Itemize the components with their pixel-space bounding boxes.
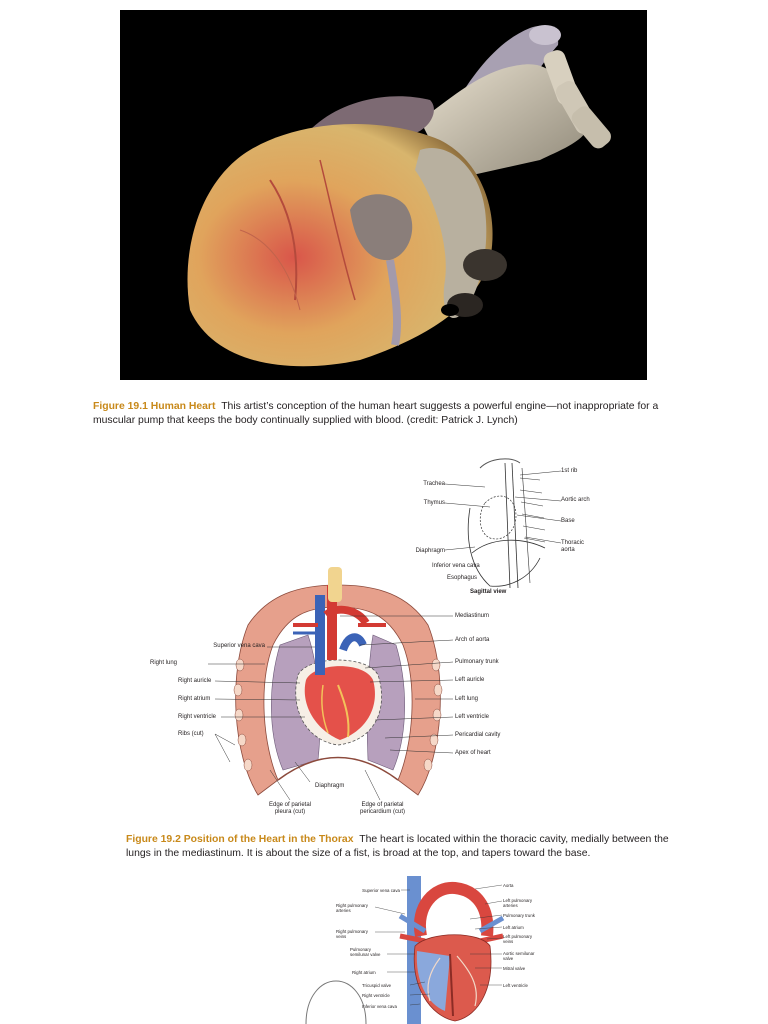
label-left-pulm-veins: Left pulmonary veins xyxy=(503,934,533,944)
figure-1-caption: Figure 19.1 Human Heart This artist’s co… xyxy=(93,400,683,427)
label-esophagus: Esophagus xyxy=(447,575,478,581)
label-thorax-left-ventricle: Left ventricle xyxy=(455,714,490,720)
figure-1-text: This artist’s conception of the human he… xyxy=(93,401,659,426)
label-tricuspid: Tricuspid valve xyxy=(362,983,392,988)
label-first-rib: 1st rib xyxy=(561,468,578,474)
label-anatomy-ivc: Inferior vena cava xyxy=(362,1004,397,1009)
label-trachea: Trachea xyxy=(423,481,445,487)
label-arch-aorta: Arch of aorta xyxy=(455,637,490,643)
thorax-leader-lines xyxy=(208,615,454,801)
label-left-auricle: Left auricle xyxy=(455,677,485,683)
label-right-pulm-veins: Right pulmonary veins xyxy=(336,929,368,939)
label-aorta: Aorta xyxy=(503,883,514,888)
label-anatomy-right-ventricle: Right ventricle xyxy=(362,993,390,998)
label-anatomy-left-ventricle: Left ventricle xyxy=(503,983,528,988)
label-mitral: Mitral valve xyxy=(503,966,526,971)
label-aortic-arch: Aortic arch xyxy=(561,497,590,503)
label-apex-heart: Apex of heart xyxy=(455,750,491,756)
label-aortic-semilunar: Aortic semilunar valve xyxy=(503,951,535,961)
label-pulm-semilunar: Pulmonary semilunar valve xyxy=(350,947,381,957)
label-anatomy-right-atrium: Right atrium xyxy=(352,970,376,975)
heart-anatomy-diagram xyxy=(398,876,505,1024)
anatomy-leader-lines xyxy=(375,884,503,1006)
label-left-pulm-arteries: Left pulmonary arteries xyxy=(503,898,533,908)
label-base: Base xyxy=(561,518,575,524)
figure-2-label: Figure 19.2 Position of the Heart in the… xyxy=(126,834,354,845)
label-thorax-diaphragm: Diaphragm xyxy=(315,783,345,789)
label-mediastinum: Mediastinum xyxy=(455,613,490,619)
label-pericardial-cavity: Pericardial cavity xyxy=(455,732,501,738)
label-sagittal-ivc: Inferior vena cava xyxy=(432,563,480,569)
figure-2-text: The heart is located within the thoracic… xyxy=(126,834,669,859)
label-thorax-right-atrium: Right atrium xyxy=(178,696,211,702)
figure-2-caption: Figure 19.2 Position of the Heart in the… xyxy=(126,833,686,860)
label-thymus: Thymus xyxy=(423,500,445,506)
label-sagittal-diaphragm: Diaphragm xyxy=(415,548,445,554)
label-sagittal-view: Sagittal view xyxy=(470,589,507,595)
label-right-pulm-arteries: Right pulmonary arteries xyxy=(336,903,368,913)
figure-1-label: Figure 19.1 Human Heart xyxy=(93,401,216,412)
sagittal-leader-lines xyxy=(445,470,562,551)
label-ribs-cut: Ribs (cut) xyxy=(178,731,204,737)
label-thorax-svc: Superior vena cava xyxy=(213,643,265,649)
label-right-auricle: Right auricle xyxy=(178,678,212,684)
label-thorax-right-ventricle: Right ventricle xyxy=(178,714,217,720)
label-left-lung: Left lung xyxy=(455,696,479,702)
heart-illustration xyxy=(120,10,647,380)
label-anatomy-svc: Superior vena cava xyxy=(362,888,400,893)
label-right-lung: Right lung xyxy=(150,660,178,666)
thorax-diagram xyxy=(233,567,443,796)
label-edge-pleura: Edge of parietal pleura (cut) xyxy=(268,802,312,815)
label-pulm-trunk: Pulmonary trunk xyxy=(503,913,535,918)
label-thoracic-aorta: Thoracic aorta xyxy=(561,540,585,553)
sagittal-view-diagram xyxy=(467,458,546,589)
head-outline xyxy=(305,980,367,1024)
label-pulmonary-trunk: Pulmonary trunk xyxy=(455,659,499,665)
heart-illustration-art xyxy=(120,10,647,380)
label-edge-pericardium: Edge of parietal pericardium (cut) xyxy=(359,802,405,815)
label-anatomy-left-atrium: Left atrium xyxy=(503,925,524,930)
